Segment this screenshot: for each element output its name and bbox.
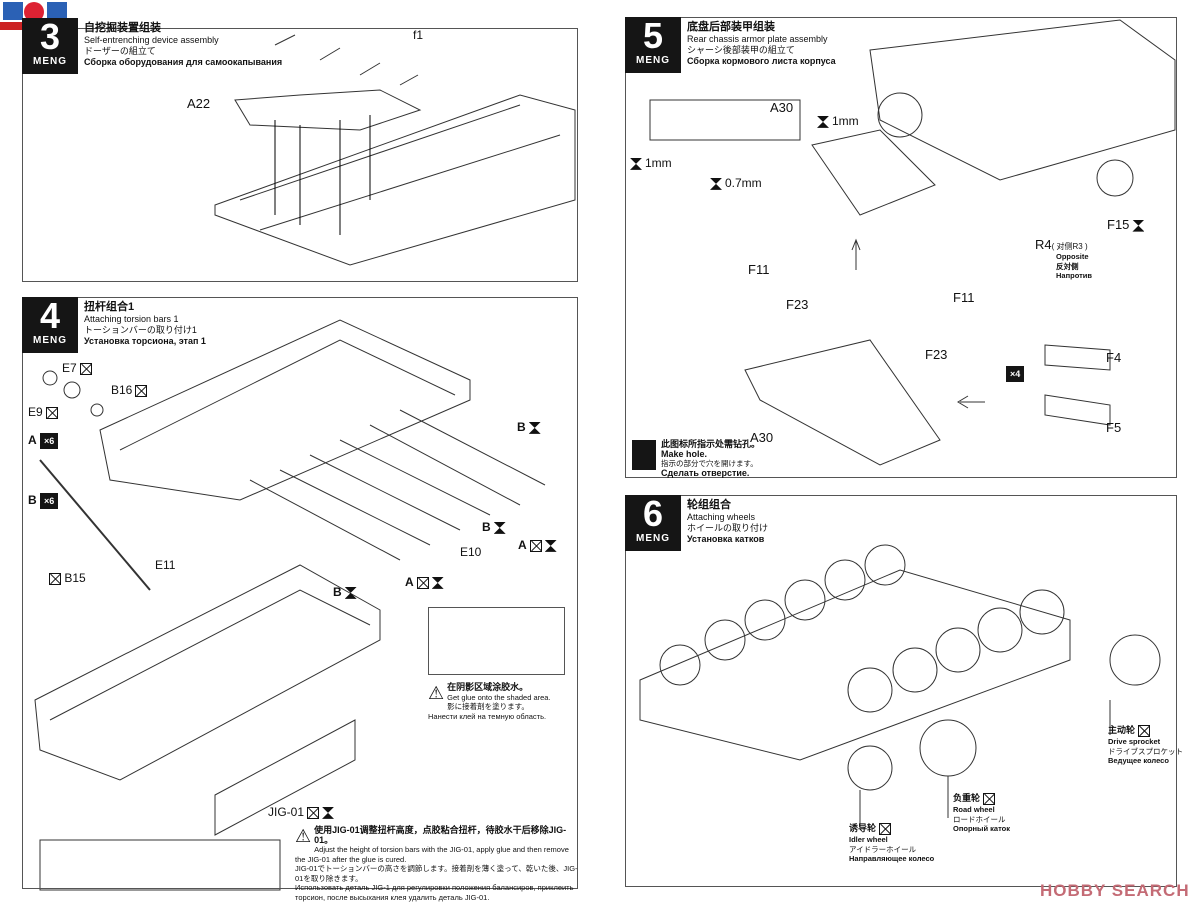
warning-icon: ⚠ [295,826,312,846]
part-label: JIG-01 [268,805,335,819]
no-cement-icon [544,539,557,552]
drill-icon [630,157,642,170]
step3-panel [22,28,578,282]
cement-icon [79,362,92,375]
sprue-count: B ×6 [28,493,59,509]
sprue-count: A ×6 [28,433,59,449]
part-label: E11 [155,558,176,572]
hull-drawing-step4-bottom [34,459,381,891]
cement-icon [879,823,892,835]
part-label: A22 [187,96,211,111]
cement-icon [416,576,429,589]
part-label: F23 [925,347,948,362]
part-label: A [518,538,557,552]
hole-note: 此图标所指示处需钻孔。Make hole.指示の部分で穴を開けます。Сделат… [632,439,782,478]
step-title-zh: 自挖掘装置组装 [84,22,161,34]
part-label: B15 [46,571,86,585]
part-label: B [333,585,357,599]
hull-drawing-step6 [639,544,1161,828]
no-cement-icon [528,421,541,434]
step-title-ru: Сборка оборудования для самоокапывания [84,57,283,67]
part-label: B [482,520,506,534]
part-label: E7 [62,361,92,375]
part-label: A30 [750,430,774,445]
cement-icon [529,539,542,552]
step6-panel [625,495,1177,887]
hull-drawing-step4-top [42,319,546,561]
cement-icon [1138,725,1151,737]
part-label: A [405,575,444,589]
part-label: B [517,420,541,434]
part-label: F5 [1106,420,1122,435]
part-label: f1 [413,28,424,42]
glue-detail-inset [428,607,565,675]
drill-icon [817,115,829,128]
drill-size: 1mm [817,114,859,128]
hobby-search-watermark: HOBBY SEARCH [1040,881,1190,900]
no-cement-icon [322,806,335,819]
no-cement-icon [431,576,444,589]
hull-drawing-step5 [649,19,1176,466]
no-cement-icon [493,521,506,534]
step5-panel [625,17,1177,478]
drill-size: 0.7mm [710,176,762,190]
part-label: F4 [1106,350,1122,365]
cement-icon [983,793,996,805]
cement-icon [45,406,58,419]
no-cement-icon [1132,219,1145,232]
part-label: R4( 对侧R3 ) [1035,237,1088,252]
part-label: A30 [770,100,794,115]
step4-panel [22,297,578,889]
glue-note: ⚠ 在阴影区域涂胶水。Get glue onto the shaded area… [428,682,551,721]
quantity-badge: ×4 [1006,366,1025,382]
step-title-ja: ドーザーの組立て [84,46,156,56]
step-title-en: Self-entrenching device assembly [84,35,219,45]
part-label: F15 [1107,218,1145,232]
drill-icon [710,177,722,190]
drill-size: 1mm [630,156,672,170]
part-label: F23 [786,297,809,312]
part-label: F11 [748,262,770,277]
jig-note: ⚠ 使用JIG-01调整扭杆高度，点胶粘合扭杆，待胶水干后移除JIG-01。Ad… [295,825,578,902]
warning-icon: ⚠ [428,683,445,703]
part-label: E9 [28,405,58,419]
no-cement-icon [344,586,357,599]
cement-icon [135,384,148,397]
drill-icon [632,440,656,470]
part-label: F11 [953,290,975,305]
part-label: B16 [111,383,148,397]
hull-drawing-step3 [214,34,576,266]
cement-icon [307,806,320,819]
part-label: E10 [460,545,482,559]
cement-icon [49,572,61,585]
